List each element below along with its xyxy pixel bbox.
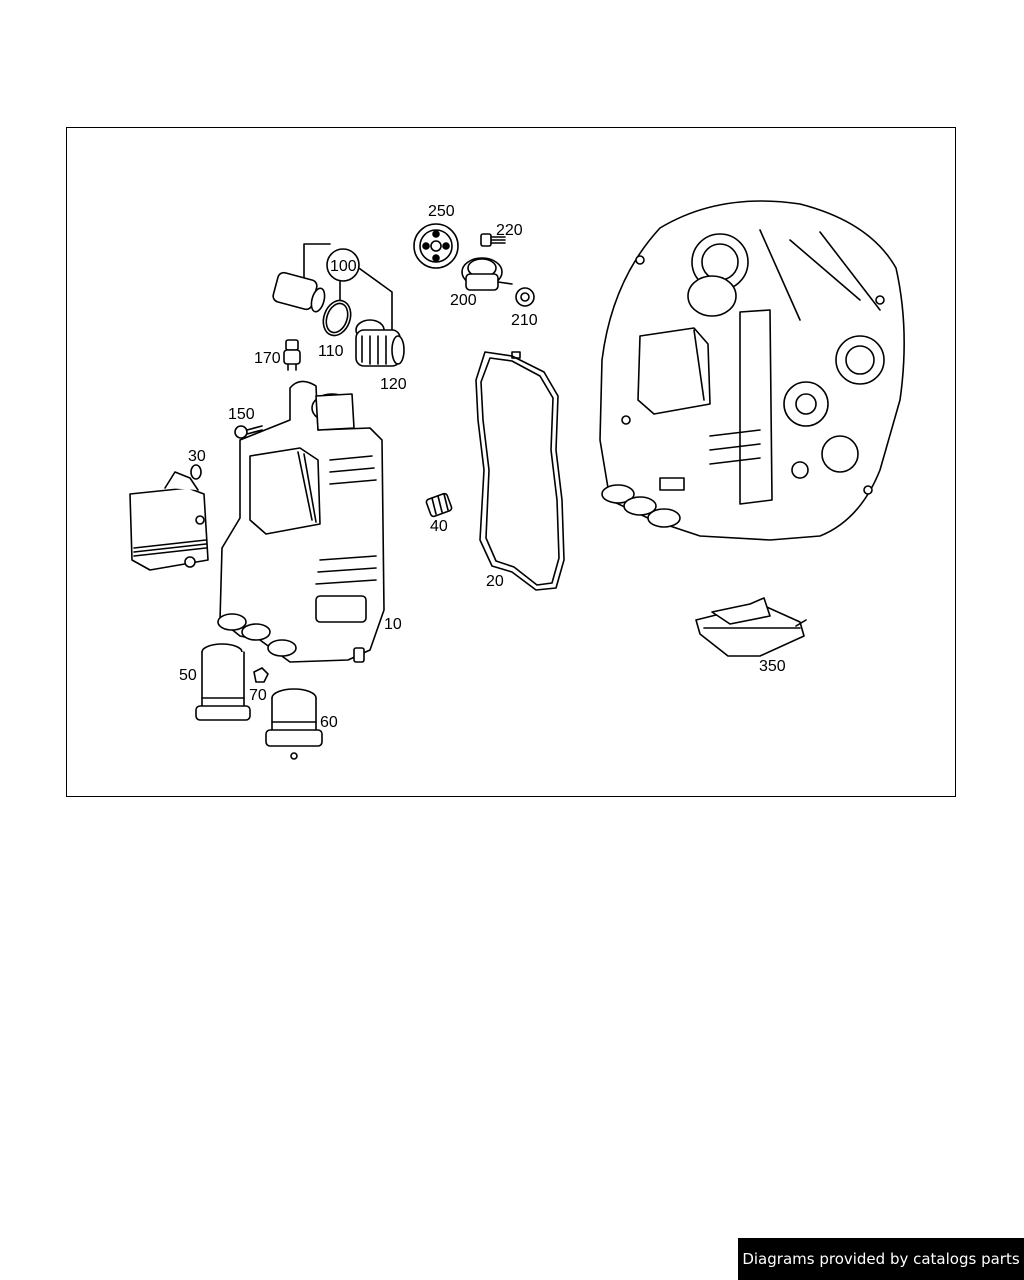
part-250-gear[interactable] [413, 223, 459, 269]
part-110-o-ring[interactable] [319, 297, 356, 340]
callout-labels: 250 220 100 200 210 110 170 120 150 30 4… [179, 203, 786, 731]
callout-70: 70 [249, 687, 267, 704]
callout-350: 350 [759, 658, 786, 675]
watermark-text: Diagrams provided by catalogs parts [742, 1250, 1020, 1268]
part-200-pump[interactable] [461, 257, 513, 291]
callout-200: 200 [450, 292, 477, 309]
callout-210: 210 [511, 312, 538, 329]
part-10-housing[interactable] [217, 380, 385, 663]
part-70-plug[interactable] [253, 667, 269, 683]
part-60-canister[interactable] [265, 688, 323, 760]
part-40-strainer[interactable] [425, 492, 453, 518]
part-220-screw[interactable] [480, 233, 506, 247]
part-350-module[interactable] [695, 597, 807, 657]
part-150-bolt[interactable] [234, 425, 263, 439]
part-210-ring[interactable] [515, 287, 535, 307]
part-170-valve[interactable] [283, 339, 301, 371]
part-20-gasket[interactable] [475, 351, 565, 591]
callout-10: 10 [384, 616, 402, 633]
callout-60: 60 [320, 714, 338, 731]
callout-120: 120 [380, 376, 407, 393]
part-100-filter-kit[interactable] [272, 243, 393, 331]
callout-50: 50 [179, 667, 197, 684]
part-50-canister[interactable] [195, 643, 251, 721]
callout-100: 100 [330, 258, 357, 275]
callout-170: 170 [254, 350, 281, 367]
oil-cooler[interactable] [129, 471, 209, 571]
callout-40: 40 [430, 518, 448, 535]
callout-30: 30 [188, 448, 206, 465]
part-30-washer[interactable] [190, 464, 202, 480]
callout-220: 220 [496, 222, 523, 239]
callout-150: 150 [228, 406, 255, 423]
transmission-assembly[interactable] [599, 200, 905, 541]
callout-20: 20 [486, 573, 504, 590]
callout-250: 250 [428, 203, 455, 220]
part-120-filter[interactable] [355, 319, 405, 367]
callout-110: 110 [318, 343, 344, 360]
watermark-banner: Diagrams provided by catalogs parts [738, 1238, 1024, 1280]
